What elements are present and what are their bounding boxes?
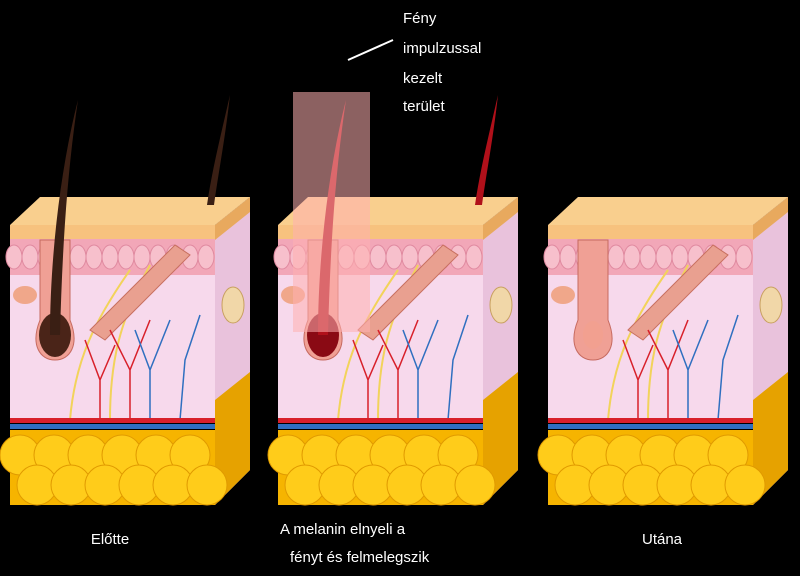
side-epidermis [483, 197, 518, 240]
vein [548, 424, 753, 429]
capillary-blue [402, 314, 469, 421]
skin-cell [85, 244, 103, 270]
skin-block-before [0, 95, 250, 506]
annotation-line-3: kezelt [403, 70, 443, 87]
skin-cell [197, 244, 215, 270]
skin-cell [133, 244, 151, 270]
artery [548, 418, 753, 423]
annotation-pointer [347, 39, 394, 61]
caption-after: Utána [641, 531, 683, 548]
vein [278, 424, 483, 429]
skin-cell [117, 244, 135, 270]
skin-cell [639, 244, 657, 270]
side-fat [215, 372, 250, 505]
hair-shaft-right [207, 95, 230, 205]
skin-cell [559, 244, 577, 270]
sebaceous-gland [551, 286, 575, 304]
caption-during-2: fényt és felmelegszik [290, 549, 430, 566]
skin-cell [655, 244, 673, 270]
annotation-line-1: Fény [403, 10, 437, 27]
top-face [548, 197, 788, 225]
skin-cell [5, 244, 23, 270]
capillary-red [622, 319, 689, 420]
skin-cell [21, 244, 39, 270]
hair-bulb [583, 321, 603, 349]
light-beam [293, 92, 370, 332]
capillary-red [84, 319, 151, 420]
hair-shaft [50, 100, 78, 335]
skin-cell [671, 244, 689, 270]
hair-shaft-right [475, 95, 498, 205]
capillary-red [352, 319, 419, 420]
hair-follicle [573, 239, 613, 361]
sweat-gland [489, 286, 513, 324]
skin-block-after [537, 197, 788, 506]
sweat-gland [759, 286, 783, 324]
annotation-line-2: impulzussal [403, 40, 482, 57]
skin-cell [69, 244, 87, 270]
capillary-blue [672, 314, 739, 421]
vein [10, 424, 215, 429]
skin-cell [623, 244, 641, 270]
skin-cell [369, 244, 387, 270]
fat-cell [186, 464, 228, 506]
sebaceous-gland [13, 286, 37, 304]
arrector-muscle [89, 244, 191, 341]
top-face [10, 197, 250, 225]
caption-during-1: A melanin elnyeli a [280, 521, 406, 538]
arrector-muscle [627, 244, 729, 341]
annotation-line-4: terület [403, 98, 445, 115]
artery [10, 418, 215, 423]
sweat-gland [221, 286, 245, 324]
skin-block-during [267, 95, 518, 506]
skin-cell [273, 244, 291, 270]
capillary-blue [134, 314, 201, 421]
artery [278, 418, 483, 423]
arrector-muscle [357, 244, 459, 341]
skin-cell [401, 244, 419, 270]
skin-cell [543, 244, 561, 270]
skin-cell [385, 244, 403, 270]
skin-cell [465, 244, 483, 270]
fat-cell [724, 464, 766, 506]
side-epidermis [753, 197, 788, 240]
side-epidermis [215, 197, 250, 240]
skin-cell [101, 244, 119, 270]
side-fat [753, 372, 788, 505]
skin-cell [607, 244, 625, 270]
caption-before: Előtte [90, 531, 130, 548]
skin-cell [735, 244, 753, 270]
side-fat [483, 372, 518, 505]
epidermis-layer [10, 225, 215, 239]
epidermis-layer [548, 225, 753, 239]
fat-cell [454, 464, 496, 506]
